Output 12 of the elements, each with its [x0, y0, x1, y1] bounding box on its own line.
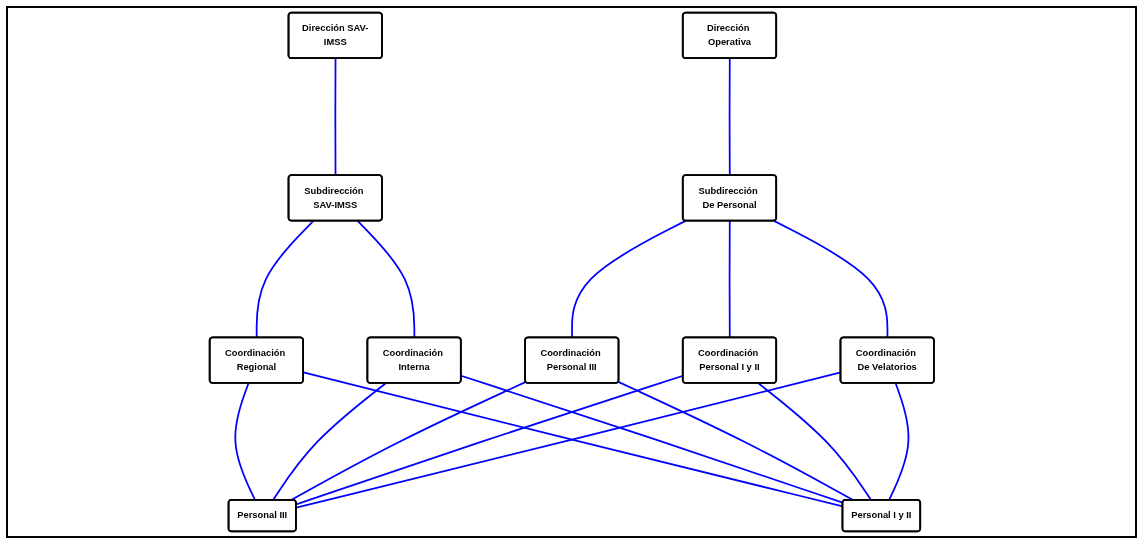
connector: [334, 57, 337, 177]
connector: [255, 220, 314, 339]
connector: [887, 382, 910, 501]
connector: [772, 220, 889, 339]
connector: [234, 382, 256, 501]
connector: [570, 220, 687, 339]
connector: [617, 381, 854, 501]
connector: [728, 57, 731, 177]
connector: [271, 382, 387, 501]
connector: [356, 220, 415, 339]
connector: [728, 220, 731, 339]
connector: [757, 382, 872, 501]
